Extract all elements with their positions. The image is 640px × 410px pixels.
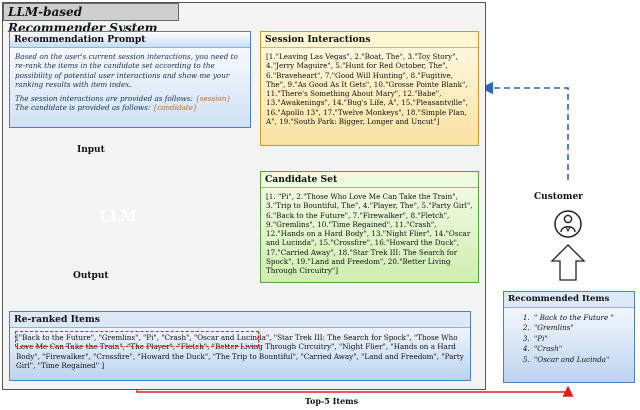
prompt-body: Based on the user's current session inte… xyxy=(10,48,250,117)
session-placeholder: {session} xyxy=(195,94,231,104)
customer-to-session-arrow xyxy=(480,81,569,180)
session-content: [1."Leaving Las Vegas", 2."Boat, The", 3… xyxy=(266,52,468,127)
system-title: LLM-based Recommender System xyxy=(3,3,179,35)
prompt-candidate-line: The candidate is provided as follows: {c… xyxy=(15,103,245,112)
candidate-header: Candidate Set xyxy=(261,172,478,188)
llm-label: LLM xyxy=(99,207,137,225)
recommendation-prompt-box: Recommendation Prompt Based on the user'… xyxy=(9,31,251,128)
top5-label: Top-5 Items xyxy=(305,396,359,406)
candidate-set-box: Candidate Set [1. "Pi", 2."Those Who Lov… xyxy=(260,171,479,283)
prompt-instruction: Based on the user's current session inte… xyxy=(15,52,238,89)
recommended-item: "Oscar and Lucinda" xyxy=(532,355,634,365)
top5-highlight xyxy=(15,331,259,347)
recommended-item: "Pi" xyxy=(532,334,634,344)
recommended-item: " Back to the Future " xyxy=(532,313,634,323)
input-label: Input xyxy=(77,145,105,155)
output-label: Output xyxy=(73,271,109,281)
prompt-candidate-text: The candidate is provided as follows: xyxy=(15,103,153,113)
recommended-items-box: Recommended Items " Back to the Future "… xyxy=(503,291,635,383)
prompt-header: Recommendation Prompt xyxy=(10,32,250,48)
prompt-session-line: The session interactions are provided as… xyxy=(15,94,245,103)
session-interactions-box: Session Interactions [1."Leaving Las Veg… xyxy=(260,31,479,146)
candidate-placeholder: {candidate} xyxy=(152,103,198,113)
recommended-item: "Gremlins" xyxy=(532,323,634,333)
candidate-content: [1. "Pi", 2."Those Who Love Me Can Take … xyxy=(266,192,473,276)
recommended-header: Recommended Items xyxy=(504,292,634,308)
session-header: Session Interactions xyxy=(261,32,478,48)
recommended-item: "Crash" xyxy=(532,344,634,354)
up-arrow-icon xyxy=(550,244,586,281)
recommended-list: " Back to the Future " "Gremlins" "Pi" "… xyxy=(504,313,634,365)
customer-icon xyxy=(554,210,582,238)
prompt-session-text: The session interactions are provided as… xyxy=(15,94,196,104)
customer-label: Customer xyxy=(534,192,583,202)
reranked-header: Re-ranked Items xyxy=(10,312,470,328)
